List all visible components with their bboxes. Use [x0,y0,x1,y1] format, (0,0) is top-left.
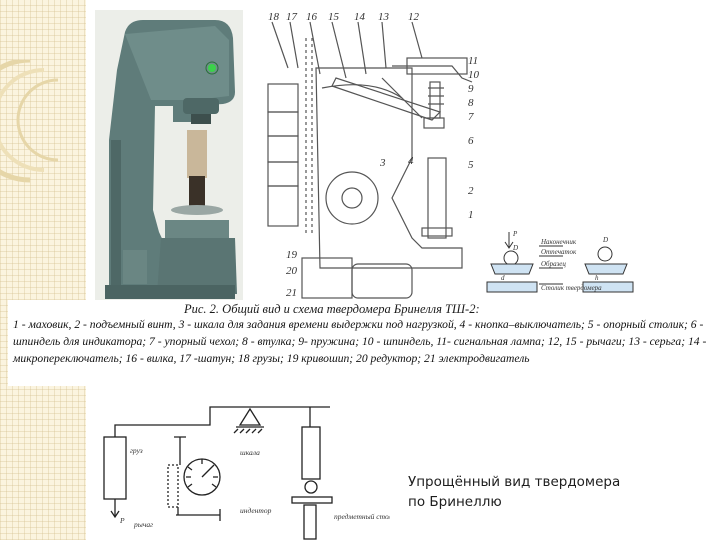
inset-table-label: Столик твердомера [541,284,602,292]
inset-p-label: P [512,230,518,238]
schema-label: 18 [268,11,280,23]
figure-caption-title: Рис. 2. Общий вид и схема твердомера Бри… [184,302,480,316]
inset-indenter-label: Наконечник [540,238,577,246]
schema-label: 8 [468,97,474,109]
decorative-arcs [0,60,59,183]
inset-print-label: Отпечаток [541,248,577,256]
schema-label: 2 [468,185,474,197]
schema-label: 1 [468,209,474,221]
inset-d-label: D [512,244,518,252]
schema-label: 10 [468,69,480,81]
schema-label: 3 [379,157,386,169]
simplified-schematic: груз P рычаг шкала индентор предметный с… [103,406,390,540]
indentation-inset: P D D Наконечник Отпечаток Образец d h С… [483,228,643,306]
schema-label: 5 [468,159,474,171]
inset-d-label-right: D [602,236,608,244]
schema-label: 19 [286,249,298,261]
schema-label: 13 [378,11,390,23]
weight-label: груз [130,446,143,455]
schema-label: 6 [468,135,474,147]
table-label: предметный столик [334,512,390,521]
tester-photo-illustration [95,10,243,305]
indenter-label: индентор [240,506,272,515]
inset-sample-label: Образец [541,260,566,268]
decorative-margin-strip [0,0,86,540]
schema-label: 11 [468,55,478,67]
schema-label: 15 [328,11,340,23]
inset-small-d-label: d [501,274,505,282]
schema-label: 12 [408,11,420,23]
schema-label: 21 [286,287,297,299]
dial-label: шкала [240,448,260,457]
schema-label: 9 [468,83,474,95]
schema-label: 17 [286,11,298,23]
schema-label: 7 [468,111,474,123]
tester-schematic: 18 17 16 15 14 13 12 11 10 9 8 7 6 5 2 1… [267,11,480,299]
simplified-view-note: Упрощённый вид твердомера по Бринеллю [408,474,621,510]
schema-label: 16 [306,11,318,23]
schema-label: 4 [408,155,414,167]
load-label: P [119,516,125,525]
inset-h-label: h [595,274,599,282]
tester-photo [95,10,243,305]
schema-label: 20 [286,265,298,277]
figure-legend-text: 1 - маховик, 2 - подъемный винт, 3 - шка… [13,318,707,365]
caption-background [8,300,708,386]
schema-label: 14 [354,11,366,23]
lever-label: рычаг [133,520,153,529]
